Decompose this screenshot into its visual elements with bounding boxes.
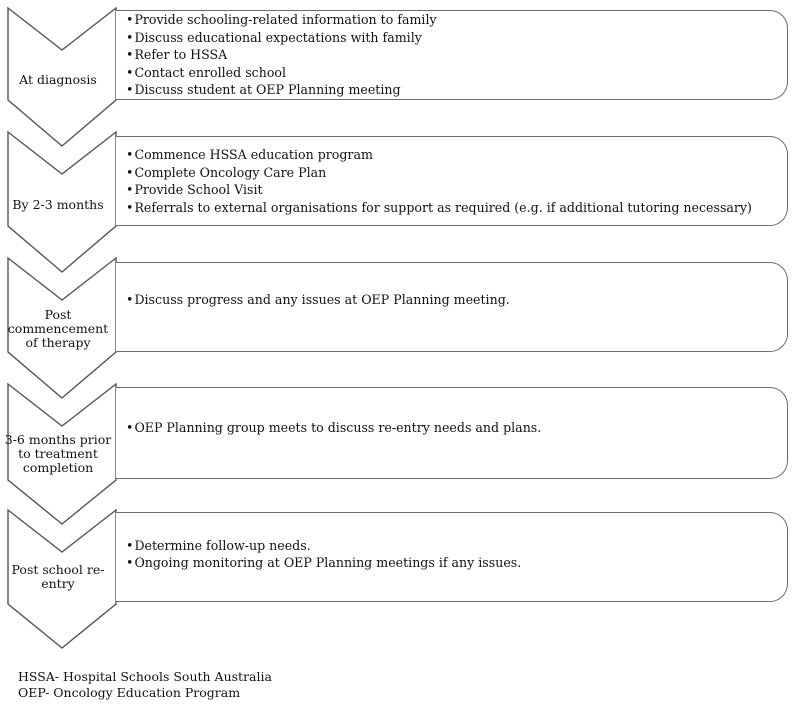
footnote-hssa: HSSA- Hospital Schools South Australia bbox=[18, 669, 272, 684]
stage-4-label: 3-6 months prior to treatment completion bbox=[4, 432, 112, 475]
list-item: Provide School Visit bbox=[126, 181, 787, 199]
stage-2-label: By 2-3 months bbox=[12, 197, 104, 212]
list-item: Complete Oncology Care Plan bbox=[126, 164, 787, 182]
chevron-stage-3 bbox=[7, 256, 117, 399]
stage-2-list: Commence HSSA education program Complete… bbox=[126, 146, 787, 216]
stage-1-label: At diagnosis bbox=[19, 72, 97, 87]
stage-3-box: Discuss progress and any issues at OEP P… bbox=[116, 262, 788, 352]
list-item: Provide schooling-related information to… bbox=[126, 11, 787, 29]
stage-1-box: Provide schooling-related information to… bbox=[116, 10, 788, 100]
list-item: Commence HSSA education program bbox=[126, 146, 787, 164]
stage-5-label: Post school re-entry bbox=[11, 562, 105, 591]
list-item: Ongoing monitoring at OEP Planning meeti… bbox=[126, 554, 787, 572]
chevron-stage-1 bbox=[7, 6, 117, 147]
stage-5-list: Determine follow-up needs. Ongoing monit… bbox=[126, 537, 787, 572]
list-item: Discuss educational expectations with fa… bbox=[126, 29, 787, 47]
list-item: Discuss student at OEP Planning meeting bbox=[126, 81, 787, 99]
list-item: Referrals to external organisations for … bbox=[126, 199, 787, 217]
list-item: Discuss progress and any issues at OEP P… bbox=[126, 291, 787, 309]
list-item: OEP Planning group meets to discuss re-e… bbox=[126, 419, 787, 437]
stage-4-box: OEP Planning group meets to discuss re-e… bbox=[116, 387, 788, 479]
stage-1-list: Provide schooling-related information to… bbox=[126, 11, 787, 99]
stage-3-list: Discuss progress and any issues at OEP P… bbox=[126, 291, 787, 309]
stage-5-box: Determine follow-up needs. Ongoing monit… bbox=[116, 512, 788, 602]
stage-2-box: Commence HSSA education program Complete… bbox=[116, 136, 788, 226]
list-item: Determine follow-up needs. bbox=[126, 537, 787, 555]
list-item: Refer to HSSA bbox=[126, 46, 787, 64]
footnote-oep: OEP- Oncology Education Program bbox=[18, 685, 241, 700]
list-item: Contact enrolled school bbox=[126, 64, 787, 82]
chevron-stage-4 bbox=[7, 382, 117, 525]
stage-4-list: OEP Planning group meets to discuss re-e… bbox=[126, 419, 787, 437]
chevron-stage-5 bbox=[7, 508, 117, 649]
stage-3-label: Post commencement of therapy bbox=[7, 307, 109, 350]
chevron-stage-2 bbox=[7, 130, 117, 273]
